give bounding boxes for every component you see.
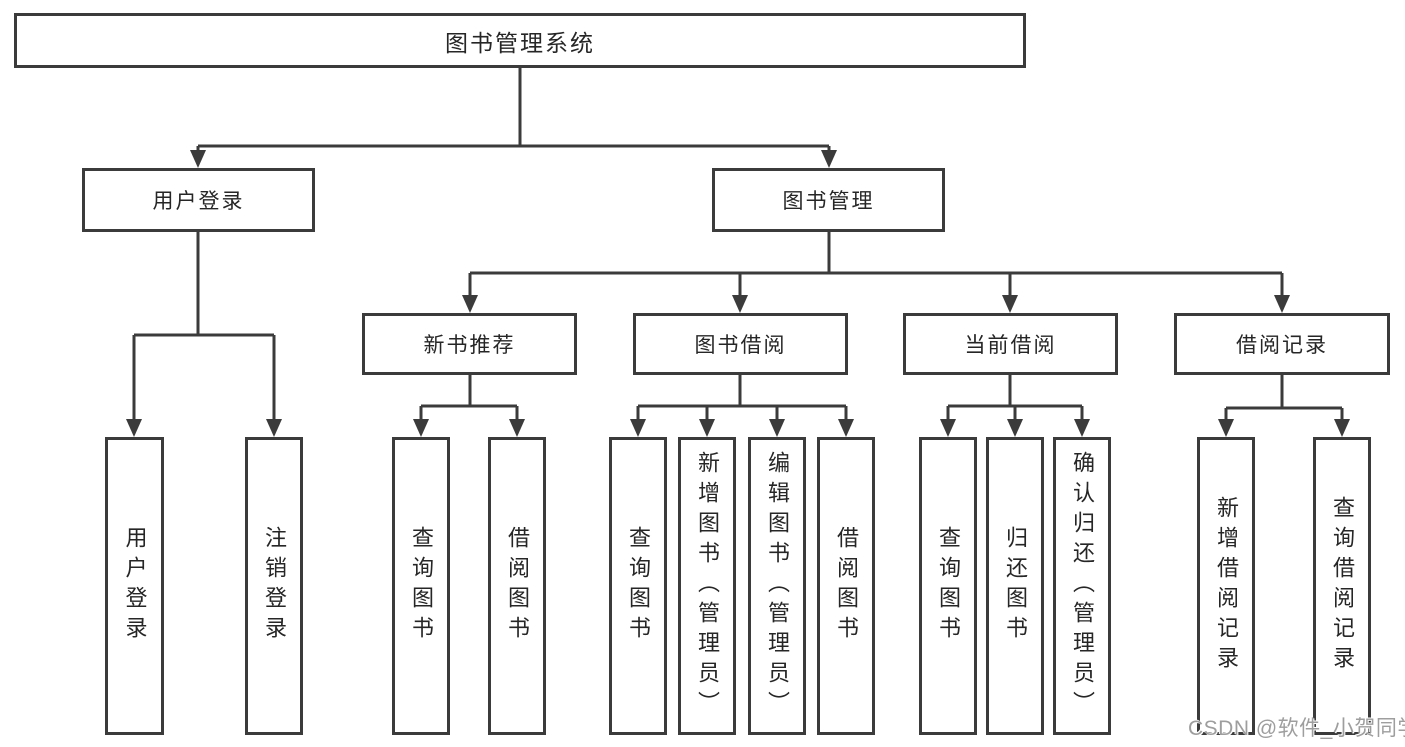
leaf-bb-edit-books-label: 编辑图书（管理员）	[765, 451, 790, 721]
node-user-login: 用户登录	[82, 168, 315, 232]
leaf-cb-return-books-label: 归还图书	[1003, 526, 1028, 646]
leaf-logout-label: 注销登录	[262, 526, 287, 646]
node-root-label: 图书管理系统	[445, 29, 595, 56]
node-book-borrow: 图书借阅	[633, 313, 848, 375]
leaf-cb-query-books-label: 查询图书	[936, 526, 961, 646]
leaf-nb-query-books: 查询图书	[392, 437, 450, 735]
connector-book-borrow	[636, 375, 848, 422]
leaf-nb-query-books-label: 查询图书	[409, 526, 434, 646]
node-new-book-recommend-label: 新书推荐	[423, 334, 516, 357]
leaf-br-add-record-label: 新增借阅记录	[1214, 496, 1239, 676]
csdn-watermark: CSDN @软件_小贺同学	[1188, 717, 1405, 740]
leaf-bb-add-books-label: 新增图书（管理员）	[695, 451, 720, 721]
node-book-management-label: 图书管理	[782, 190, 875, 213]
leaf-br-add-record: 新增借阅记录	[1197, 437, 1255, 735]
leaf-bb-add-books: 新增图书（管理员）	[678, 437, 736, 735]
connector-borrow-records	[1224, 375, 1344, 422]
arrowheads	[126, 150, 1350, 437]
leaf-bb-query-books: 查询图书	[609, 437, 667, 735]
node-borrow-records: 借阅记录	[1174, 313, 1390, 375]
connector-root	[196, 68, 831, 153]
leaf-bb-edit-books: 编辑图书（管理员）	[748, 437, 806, 735]
node-root: 图书管理系统	[14, 13, 1026, 68]
connector-new-books	[419, 375, 519, 422]
node-current-borrow-label: 当前借阅	[964, 334, 1057, 357]
connector-user-login	[132, 232, 276, 422]
node-borrow-records-label: 借阅记录	[1236, 334, 1328, 357]
leaf-bb-borrow-books: 借阅图书	[817, 437, 875, 735]
leaf-user-login: 用户登录	[105, 437, 164, 735]
leaf-nb-borrow-books-label: 借阅图书	[505, 526, 530, 646]
leaf-br-query-record: 查询借阅记录	[1313, 437, 1371, 735]
leaf-cb-query-books: 查询图书	[919, 437, 977, 735]
leaf-nb-borrow-books: 借阅图书	[488, 437, 546, 735]
connector-book-mgmt	[468, 232, 1284, 298]
node-book-management: 图书管理	[712, 168, 945, 232]
connector-current-borrow	[946, 375, 1084, 422]
leaf-cb-return-books: 归还图书	[986, 437, 1044, 735]
node-user-login-label: 用户登录	[152, 190, 245, 213]
leaf-bb-query-books-label: 查询图书	[626, 526, 651, 646]
leaf-user-login-label: 用户登录	[122, 526, 148, 646]
leaf-bb-borrow-books-label: 借阅图书	[834, 526, 859, 646]
leaf-cb-confirm-return-label: 确认归还（管理员）	[1070, 451, 1095, 721]
node-book-borrow-label: 图书借阅	[694, 334, 787, 357]
node-new-book-recommend: 新书推荐	[362, 313, 577, 375]
leaf-cb-confirm-return: 确认归还（管理员）	[1053, 437, 1111, 735]
node-current-borrow: 当前借阅	[903, 313, 1118, 375]
leaf-logout: 注销登录	[245, 437, 303, 735]
leaf-br-query-record-label: 查询借阅记录	[1330, 496, 1355, 676]
